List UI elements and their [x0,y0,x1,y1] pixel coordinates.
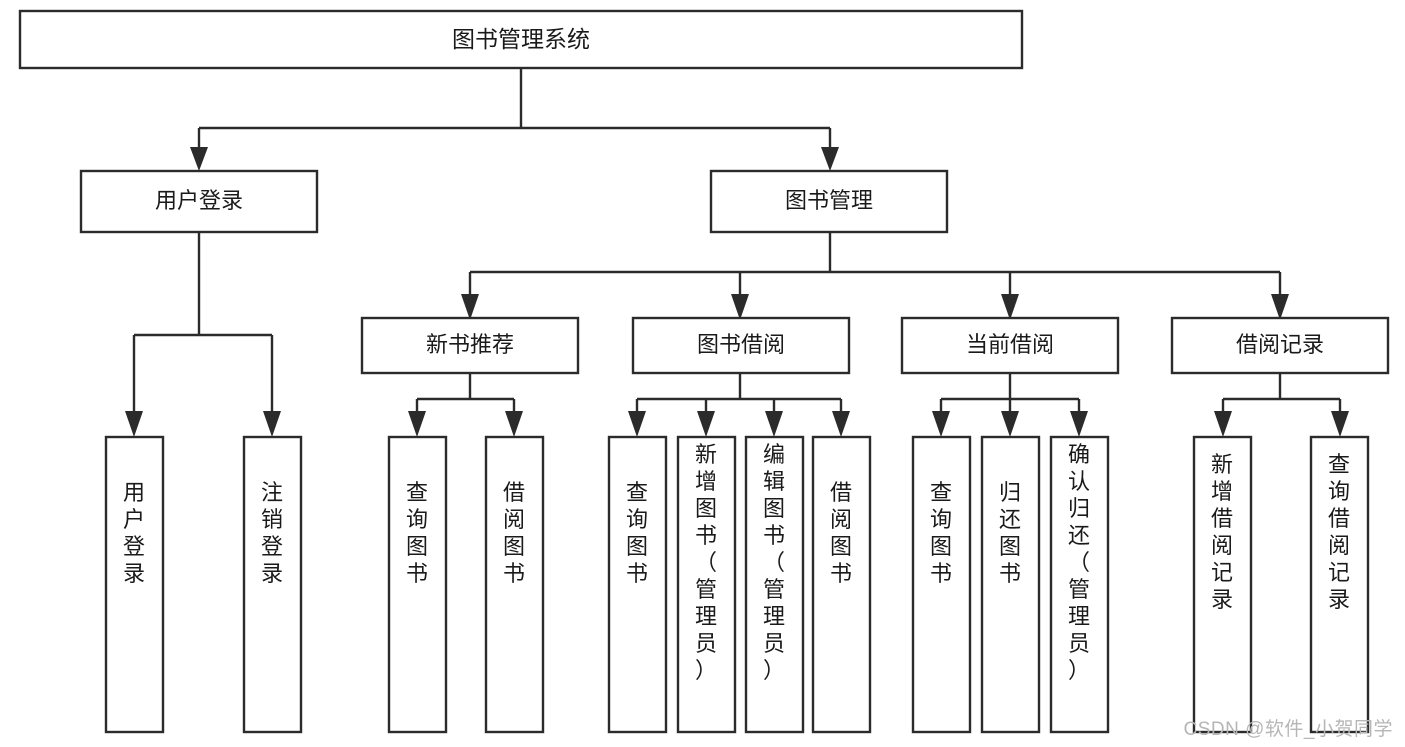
leaf-query-book-1-label: 查询图书 [406,480,428,586]
arrow-head-new-book-recommend [461,294,479,320]
leaf-add-book-box[interactable] [676,435,737,734]
arrow-head-book-borrow [731,294,749,320]
leaf-borrow-book-1-label: 借阅图书 [503,480,525,586]
arrow-head-book-management [821,147,839,171]
node-title[interactable]: 图书管理系统 [18,9,1024,70]
arrow-head-leaf-borrow-book-1 [505,411,523,437]
node-borrow-record-label: 借阅记录 [1236,332,1324,357]
leaf-query-book-2-label: 查询图书 [626,480,648,586]
arrow-head-borrow-record [1271,294,1289,320]
leaf-user-login-box[interactable] [104,435,165,734]
leaf-return-book[interactable]: 归还图书 [980,435,1041,734]
arrow-head-leaf-logout-login [263,411,281,437]
node-borrow-record[interactable]: 借阅记录 [1170,316,1390,375]
arrow-head-leaf-user-login [125,411,143,437]
arrow-head-leaf-query-record [1331,411,1349,437]
node-current-borrow-label: 当前借阅 [966,332,1054,357]
arrow-head-leaf-query-book-2 [628,411,646,437]
node-title-box[interactable] [18,9,1024,70]
csdn-watermark: CSDN @软件_小贺同学 [1183,719,1393,740]
arrow-head-leaf-edit-book [765,411,783,437]
leaf-return-book-box[interactable] [980,435,1041,734]
arrow-head-leaf-query-book-3 [932,411,950,437]
leaf-borrow-book-2-label: 借阅图书 [830,480,852,586]
arrow-head-leaf-confirm-return [1070,411,1088,437]
leaf-user-login[interactable]: 用户登录 [104,435,165,734]
leaf-add-book[interactable]: 新增图书（管理员） [676,435,737,734]
node-user-login-label: 用户登录 [155,188,243,213]
arrow-head-leaf-return-book [1001,411,1019,437]
leaf-confirm-return-box[interactable] [1049,435,1110,734]
node-book-management-box[interactable] [709,169,949,234]
node-current-borrow-box[interactable] [900,316,1120,375]
leaf-add-record-box[interactable] [1192,435,1253,734]
leaf-query-book-1-box[interactable] [387,435,448,734]
leaf-query-book-3-label: 查询图书 [930,480,952,586]
node-book-borrow-box[interactable] [631,316,851,375]
node-user-login-box[interactable] [79,169,319,234]
leaf-borrow-book-2-box[interactable] [811,435,872,734]
node-new-book-recommend[interactable]: 新书推荐 [360,316,580,375]
arrow-head-current-borrow [1001,294,1019,320]
leaf-edit-book-label: 编辑图书（管理员） [763,442,785,683]
arrow-head-leaf-query-book-1 [408,411,426,437]
arrow-head-leaf-add-book [697,411,715,437]
leaf-logout-login-box[interactable] [242,435,303,734]
leaf-borrow-book-2[interactable]: 借阅图书 [811,435,872,734]
leaf-return-book-label: 归还图书 [999,480,1021,586]
arrow-head-leaf-borrow-book-2 [832,411,850,437]
leaf-query-book-2[interactable]: 查询图书 [607,435,668,734]
leaf-add-record[interactable]: 新增借阅记录 [1192,435,1253,734]
leaf-logout-login-label: 注销登录 [261,480,283,586]
leaf-query-record[interactable]: 查询借阅记录 [1309,435,1370,734]
leaf-add-book-label: 新增图书（管理员） [695,442,717,683]
leaf-add-record-label: 新增借阅记录 [1211,452,1233,612]
leaf-query-book-2-box[interactable] [607,435,668,734]
leaf-logout-login[interactable]: 注销登录 [242,435,303,734]
node-new-book-recommend-box[interactable] [360,316,580,375]
leaf-edit-book-box[interactable] [744,435,805,734]
leaf-borrow-book-1-box[interactable] [484,435,545,734]
node-title-label: 图书管理系统 [452,26,590,52]
leaf-confirm-return-label: 确认归还（管理员） [1068,442,1090,683]
node-new-book-recommend-label: 新书推荐 [426,332,514,357]
node-current-borrow[interactable]: 当前借阅 [900,316,1120,375]
arrow-head-user-login [190,147,208,171]
leaf-borrow-book-1[interactable]: 借阅图书 [484,435,545,734]
leaf-query-book-1[interactable]: 查询图书 [387,435,448,734]
leaf-edit-book[interactable]: 编辑图书（管理员） [744,435,805,734]
leaf-query-record-box[interactable] [1309,435,1370,734]
node-book-management[interactable]: 图书管理 [709,169,949,234]
node-user-login[interactable]: 用户登录 [79,169,319,234]
node-borrow-record-box[interactable] [1170,316,1390,375]
leaf-confirm-return[interactable]: 确认归还（管理员） [1049,435,1110,734]
leaf-user-login-label: 用户登录 [123,480,145,586]
leaf-query-book-3[interactable]: 查询图书 [911,435,972,734]
connector-layer [125,68,1349,437]
arrow-head-leaf-add-record [1214,411,1232,437]
node-book-borrow-label: 图书借阅 [697,332,785,357]
node-book-borrow[interactable]: 图书借阅 [631,316,851,375]
leaf-query-record-label: 查询借阅记录 [1328,452,1350,612]
leaf-query-book-3-box[interactable] [911,435,972,734]
node-book-management-label: 图书管理 [785,188,873,213]
